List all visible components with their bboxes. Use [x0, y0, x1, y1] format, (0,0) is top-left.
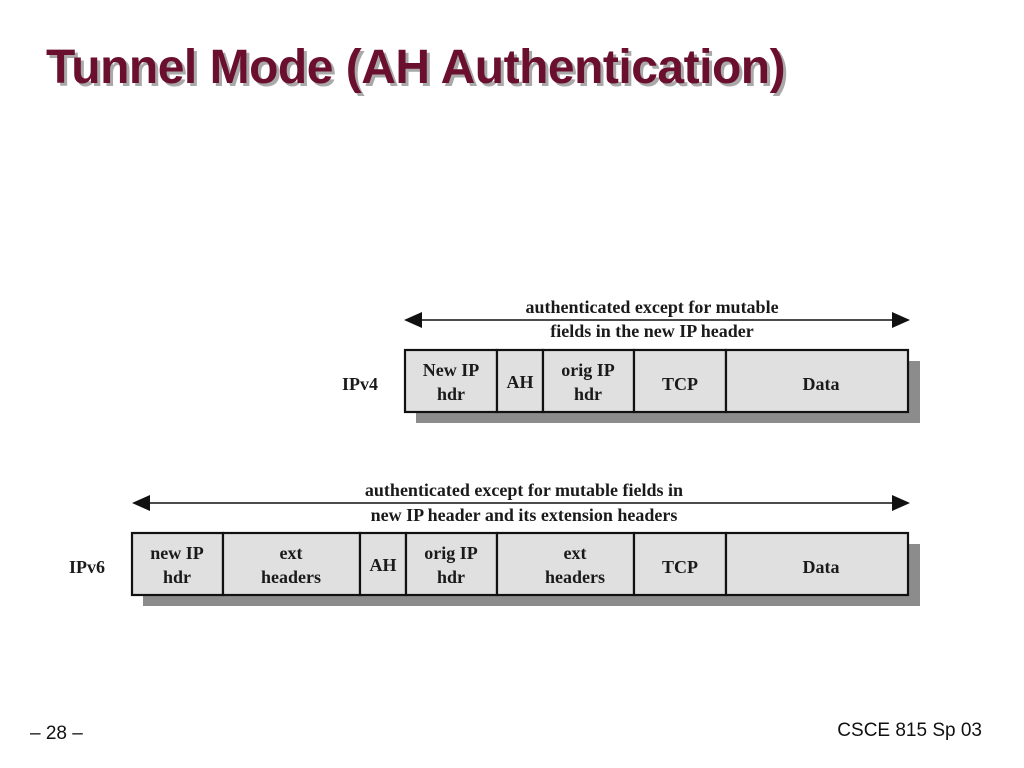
- ipv6-field-label: ext: [564, 543, 587, 563]
- ipv6-field-tcp: [632, 531, 728, 597]
- ipv6-field-label: orig IP: [424, 543, 478, 563]
- ipv4-label: IPv4: [342, 374, 378, 394]
- ipv4-field-label: New IP: [423, 360, 480, 380]
- ipv6-field-ext-headers: [221, 531, 362, 597]
- ipv4-auth-text-line1: authenticated except for mutable: [525, 297, 778, 317]
- ipv6-field-label: hdr: [437, 567, 465, 587]
- ipv4-auth-text-line2: fields in the new IP header: [550, 321, 754, 341]
- ipv4-packet: New IP hdr AH orig IP hdr TCP Data: [403, 348, 920, 423]
- page-number: – 28 –: [30, 723, 83, 744]
- ipv4-field-data: [724, 348, 910, 414]
- ipv4-field-label: TCP: [662, 374, 698, 394]
- ipv6-field-label: headers: [261, 567, 321, 587]
- ipv4-field-label: hdr: [437, 384, 465, 404]
- ipv4-field-orig-ip-hdr: [541, 348, 636, 414]
- ipv4-auth-arrowhead-left: [404, 312, 422, 328]
- ipv6-field-data: [724, 531, 910, 597]
- ipv4-field-new-ip-hdr: [403, 348, 499, 414]
- ipv6-field-label: Data: [803, 557, 840, 577]
- ipv6-auth-arrowhead-right: [892, 495, 910, 511]
- ipv4-field-label: AH: [507, 372, 534, 392]
- slide-title: Tunnel Mode (AH Authentication): [46, 41, 786, 94]
- ipv6-field-label: headers: [545, 567, 605, 587]
- ipv6-field-label: hdr: [163, 567, 191, 587]
- ipv6-packet: new IP hdr ext headers AH orig IP hdr ex…: [130, 531, 920, 606]
- ipv4-auth-arrowhead-right: [892, 312, 910, 328]
- ipv6-field-new-ip-hdr: [130, 531, 225, 597]
- ipv4-auth-span: authenticated except for mutable fields …: [404, 297, 910, 341]
- ipv6-field-label: TCP: [662, 557, 698, 577]
- ipv6-field-label: ext: [280, 543, 303, 563]
- ipv6-auth-text-line1: authenticated except for mutable fields …: [365, 480, 683, 500]
- ipv6-auth-arrowhead-left: [132, 495, 150, 511]
- ipv4-field-ah: [495, 348, 545, 414]
- ipv4-field-label: orig IP: [561, 360, 615, 380]
- ipv6-auth-span: authenticated except for mutable fields …: [132, 480, 910, 525]
- ipv6-label: IPv6: [69, 557, 105, 577]
- ipv4-field-label: hdr: [574, 384, 602, 404]
- course-label: CSCE 815 Sp 03: [837, 720, 982, 741]
- ipv6-field-orig-ip-hdr: [404, 531, 499, 597]
- ipv4-field-tcp: [632, 348, 728, 414]
- ipv4-field-label: Data: [803, 374, 840, 394]
- ipv6-field-label: new IP: [150, 543, 204, 563]
- ipv6-field-label: AH: [370, 555, 397, 575]
- ipv6-auth-text-line2: new IP header and its extension headers: [371, 505, 678, 525]
